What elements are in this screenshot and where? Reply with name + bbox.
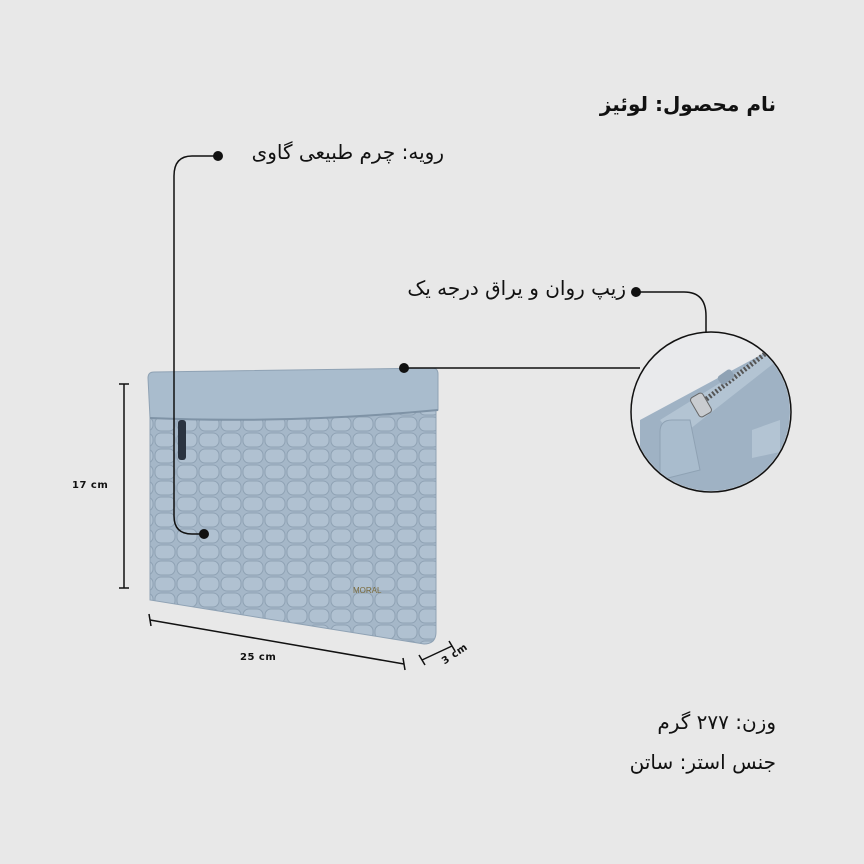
lining-label: جنس استر: ساتن xyxy=(629,750,776,774)
height-label: 17 cm xyxy=(72,480,109,491)
clutch-bag: MORAL xyxy=(147,367,439,645)
material-label: رویه: چرم طبیعی گاوی xyxy=(251,140,444,164)
zipper-callout xyxy=(399,287,707,373)
zipper-detail-circle xyxy=(630,331,792,493)
zipper-label: زیپ روان و یراق درجه یک xyxy=(407,276,626,300)
material-callout xyxy=(173,151,223,539)
product-name: نام محصول: لوئیز xyxy=(599,92,776,116)
width-dimension xyxy=(148,613,406,671)
depth-dimension xyxy=(418,640,456,666)
width-label: 25 cm xyxy=(240,652,277,663)
weight-label: وزن: ۲۷۷ گرم xyxy=(657,710,776,734)
zipper-pull xyxy=(178,420,186,460)
height-dimension xyxy=(119,383,129,589)
brand-logo: MORAL xyxy=(353,586,382,595)
